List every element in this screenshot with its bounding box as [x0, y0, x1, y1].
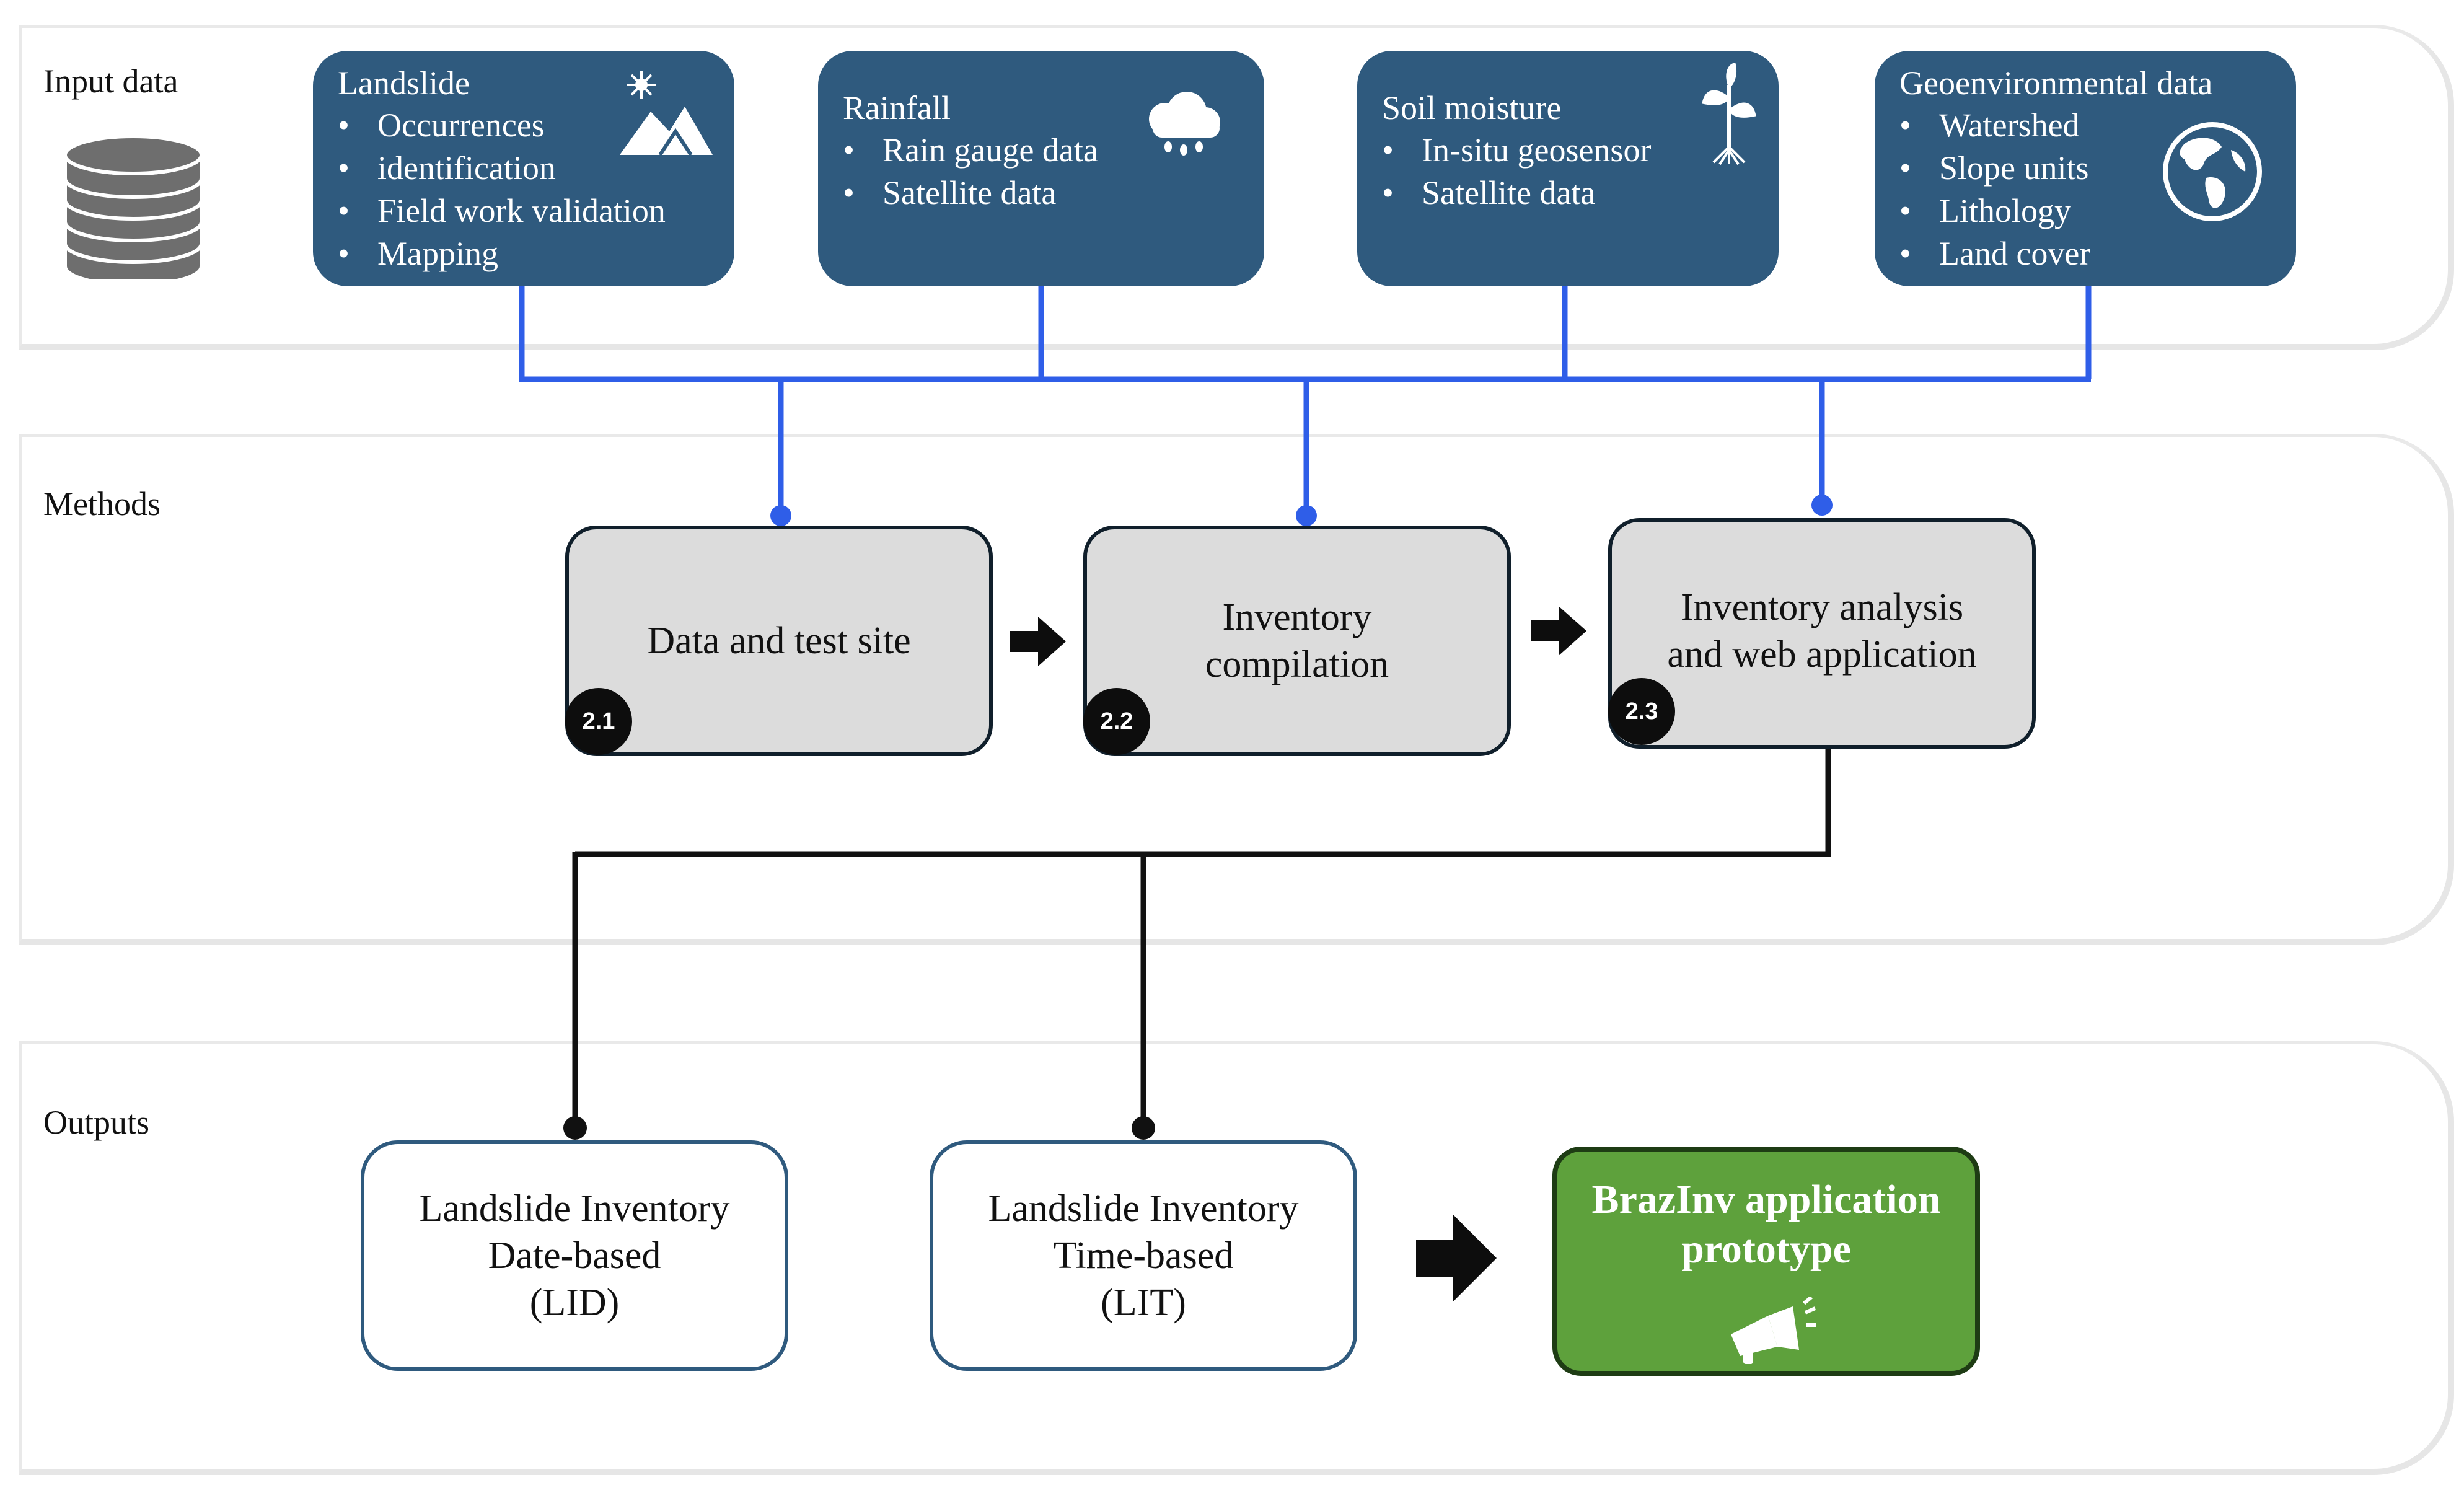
- input-title-geoenvironmental: Geoenvironmental data: [1899, 64, 2213, 102]
- output-box-lid: Landslide Inventory Date-based (LID): [361, 1140, 788, 1371]
- megaphone-icon: [1731, 1297, 1816, 1364]
- database-icon: [63, 134, 203, 279]
- output-lid-line3: (LID): [529, 1282, 620, 1324]
- input-box-landslide: Landslide Occurrences identification Fie…: [313, 51, 734, 286]
- input-item-satellite-soil: Satellite data: [1382, 172, 1754, 214]
- input-item-lithology: Lithology: [1899, 190, 2271, 232]
- input-item-watershed: Watershed: [1899, 104, 2271, 147]
- input-item-land-cover: Land cover: [1899, 232, 2271, 275]
- input-item-occurrences: Occurrences: [338, 104, 710, 147]
- output-lid-line1: Landslide Inventory: [419, 1187, 730, 1230]
- input-box-geoenvironmental: Geoenvironmental data Watershed Slope un…: [1875, 51, 2296, 286]
- method-badge-2-2: 2.2: [1083, 688, 1150, 755]
- input-item-satellite-rain: Satellite data: [843, 172, 1239, 214]
- app-title: BrazInv application prototype: [1591, 1177, 1941, 1272]
- input-title-landslide: Landslide: [338, 64, 470, 102]
- input-item-in-situ: In-situ geosensor: [1382, 129, 1754, 172]
- method-label-data-test-site: Data and test site: [647, 620, 911, 662]
- method-box-inventory-analysis: Inventory analysis and web application: [1608, 518, 2036, 749]
- method-badge-2-3: 2.3: [1608, 678, 1675, 745]
- mountain-icon: [620, 71, 713, 156]
- plant-icon: [1702, 63, 1756, 165]
- rain-cloud-icon: [1149, 92, 1220, 156]
- output-lit-line1: Landslide Inventory: [988, 1187, 1299, 1230]
- method-badge-2-1: 2.1: [565, 688, 632, 755]
- arrow-right-icon: [1010, 617, 1066, 666]
- input-title-soil-moisture: Soil moisture: [1382, 89, 1562, 126]
- input-item-field-work: Field work validation: [338, 190, 710, 232]
- globe-icon: [2163, 122, 2262, 221]
- input-item-mapping: Mapping: [338, 232, 710, 275]
- output-lit-line2: Time-based: [1053, 1235, 1234, 1277]
- app-box-brazinv: BrazInv application prototype: [1552, 1147, 1980, 1376]
- arrow-right-icon: [1531, 606, 1586, 656]
- input-title-rainfall: Rainfall: [843, 89, 951, 126]
- outputs-label: Outputs: [43, 1104, 150, 1141]
- output-lid-line2: Date-based: [488, 1235, 661, 1277]
- method-box-inventory-compilation: Inventory compilation: [1083, 526, 1511, 756]
- input-box-rainfall: Rainfall Rain gauge data Satellite data: [818, 51, 1264, 286]
- method-label-inventory-compilation: Inventory compilation: [1205, 596, 1389, 685]
- output-lit-line3: (LIT): [1101, 1282, 1186, 1324]
- input-box-soil-moisture: Soil moisture In-situ geosensor Satellit…: [1357, 51, 1779, 286]
- input-data-label: Input data: [43, 63, 178, 100]
- input-item-slope-units: Slope units: [1899, 147, 2271, 190]
- arrow-right-icon: [1416, 1215, 1497, 1301]
- input-item-rain-gauge: Rain gauge data: [843, 129, 1239, 172]
- method-box-data-test-site: Data and test site: [565, 526, 993, 756]
- input-item-identification: identification: [338, 147, 710, 190]
- method-label-inventory-analysis: Inventory analysis and web application: [1667, 586, 1977, 676]
- methods-label: Methods: [43, 485, 161, 522]
- output-box-lit: Landslide Inventory Time-based (LIT): [930, 1140, 1357, 1371]
